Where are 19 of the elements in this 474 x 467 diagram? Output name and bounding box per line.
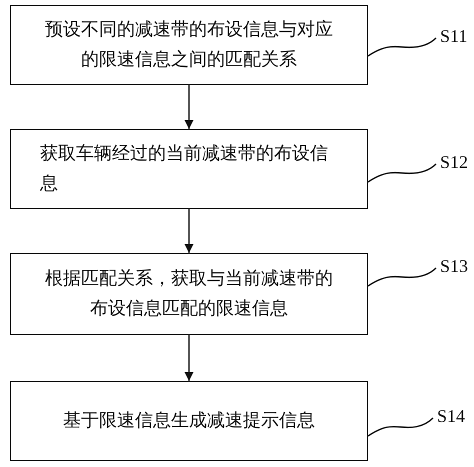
step-label: S13	[440, 256, 468, 276]
leader-line	[368, 163, 436, 183]
step-text: 根据匹配关系，获取与当前减速带的布设信息匹配的限速信息	[44, 267, 334, 321]
leader-line	[368, 417, 434, 437]
step-text: 获取车辆经过的当前减速带的布设信息	[40, 142, 329, 196]
arrow	[184, 209, 194, 253]
arrow	[184, 335, 194, 381]
step-label: S11	[440, 26, 468, 46]
step-text: 基于限速信息生成减速提示信息	[62, 409, 316, 433]
process-box	[10, 381, 368, 461]
process-box	[10, 253, 368, 335]
process-box	[10, 129, 368, 209]
step-text: 预设不同的减速带的布设信息与对应的限速信息之间的匹配关系	[44, 18, 334, 72]
step-label: S12	[440, 152, 468, 172]
arrow	[184, 85, 194, 129]
leader-line	[368, 267, 436, 287]
step-label: S14	[437, 406, 466, 426]
leader-line	[368, 37, 436, 57]
process-box	[10, 5, 368, 85]
